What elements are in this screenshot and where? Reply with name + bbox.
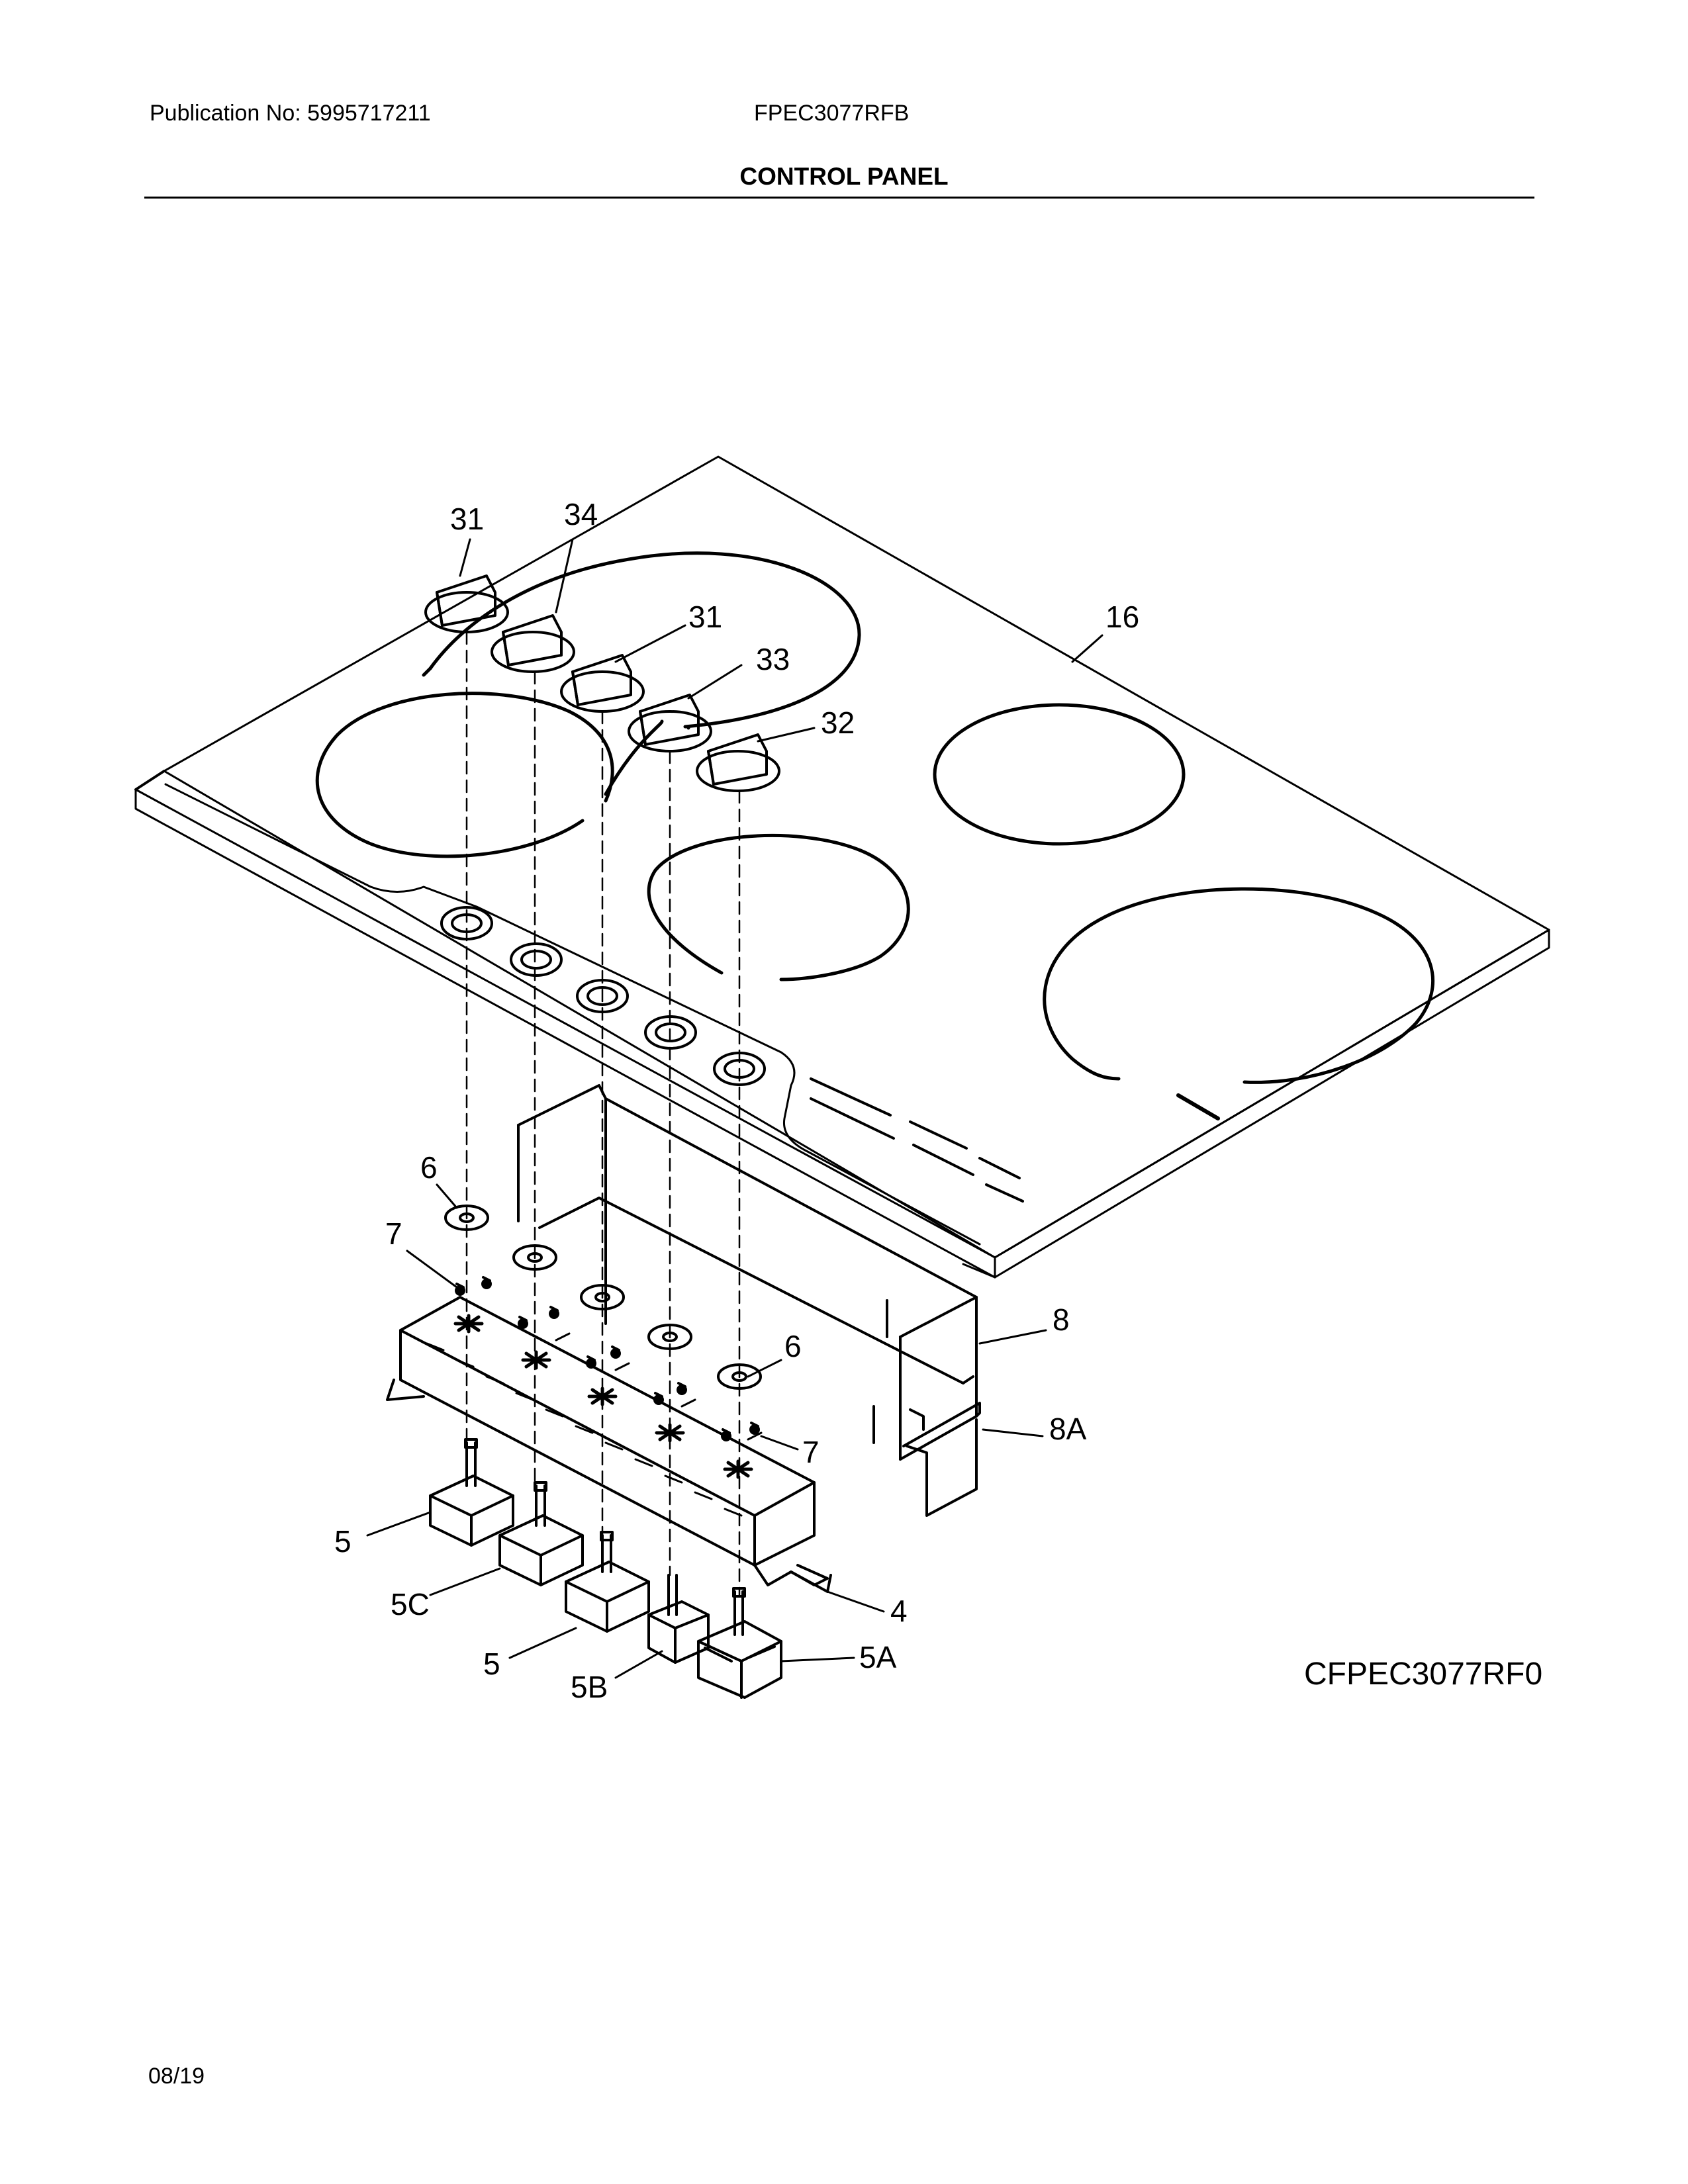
- callout-4: 4: [890, 1594, 908, 1628]
- knob-2: [491, 614, 575, 673]
- callout-5b: 5B: [571, 1670, 608, 1704]
- date-code: 08/19: [148, 2064, 205, 2089]
- callout-31-left: 31: [450, 502, 484, 536]
- callout-5-lower: 5: [483, 1647, 500, 1681]
- header-rule: [144, 197, 1534, 199]
- callout-5a: 5A: [859, 1640, 897, 1674]
- knob-5: [696, 733, 780, 792]
- screws: [455, 1276, 760, 1441]
- callout-7-top: 7: [385, 1216, 402, 1251]
- star-clips: [453, 1314, 753, 1479]
- callout-33: 33: [756, 642, 790, 676]
- section-title: CONTROL PANEL: [739, 163, 949, 190]
- switch-bracket: [386, 1296, 832, 1593]
- switch-5c: [498, 1481, 584, 1586]
- switch-5b: [647, 1574, 710, 1664]
- figure-code: CFPEC3077RF0: [1304, 1657, 1543, 1692]
- callouts: 31 34 31 33 32 16 6 7 8 6 8A 7 5 5C 5 4 …: [334, 497, 1139, 1704]
- callout-6-bottom: 6: [784, 1329, 802, 1363]
- callout-5c: 5C: [391, 1587, 430, 1621]
- callout-6-top: 6: [420, 1150, 438, 1185]
- knob-3: [560, 654, 645, 713]
- model-number: FPEC3077RFB: [754, 101, 910, 126]
- callout-5-upper: 5: [334, 1524, 352, 1559]
- bracket-clips: [426, 1332, 763, 1517]
- spring-washers: [444, 1205, 762, 1390]
- callout-31-right: 31: [688, 600, 722, 634]
- side-bracket: [517, 1084, 981, 1517]
- knob-1: [424, 574, 509, 633]
- leader-lines: [366, 538, 1103, 1679]
- cooktop-glass: [134, 455, 1550, 1279]
- callout-16: 16: [1105, 600, 1139, 634]
- infinite-switches: [429, 1438, 650, 1633]
- callout-8: 8: [1053, 1302, 1070, 1337]
- switch-5-upper: [429, 1438, 514, 1547]
- burner-rings: [315, 551, 1435, 1084]
- callout-8a: 8A: [1049, 1412, 1087, 1446]
- switch-5-lower: [565, 1531, 650, 1633]
- publication-number: Publication No: 5995717211: [150, 101, 431, 126]
- callout-7-bottom: 7: [802, 1435, 820, 1469]
- callout-32: 32: [821, 705, 855, 740]
- callout-34: 34: [564, 497, 598, 531]
- switch-5a: [697, 1587, 782, 1699]
